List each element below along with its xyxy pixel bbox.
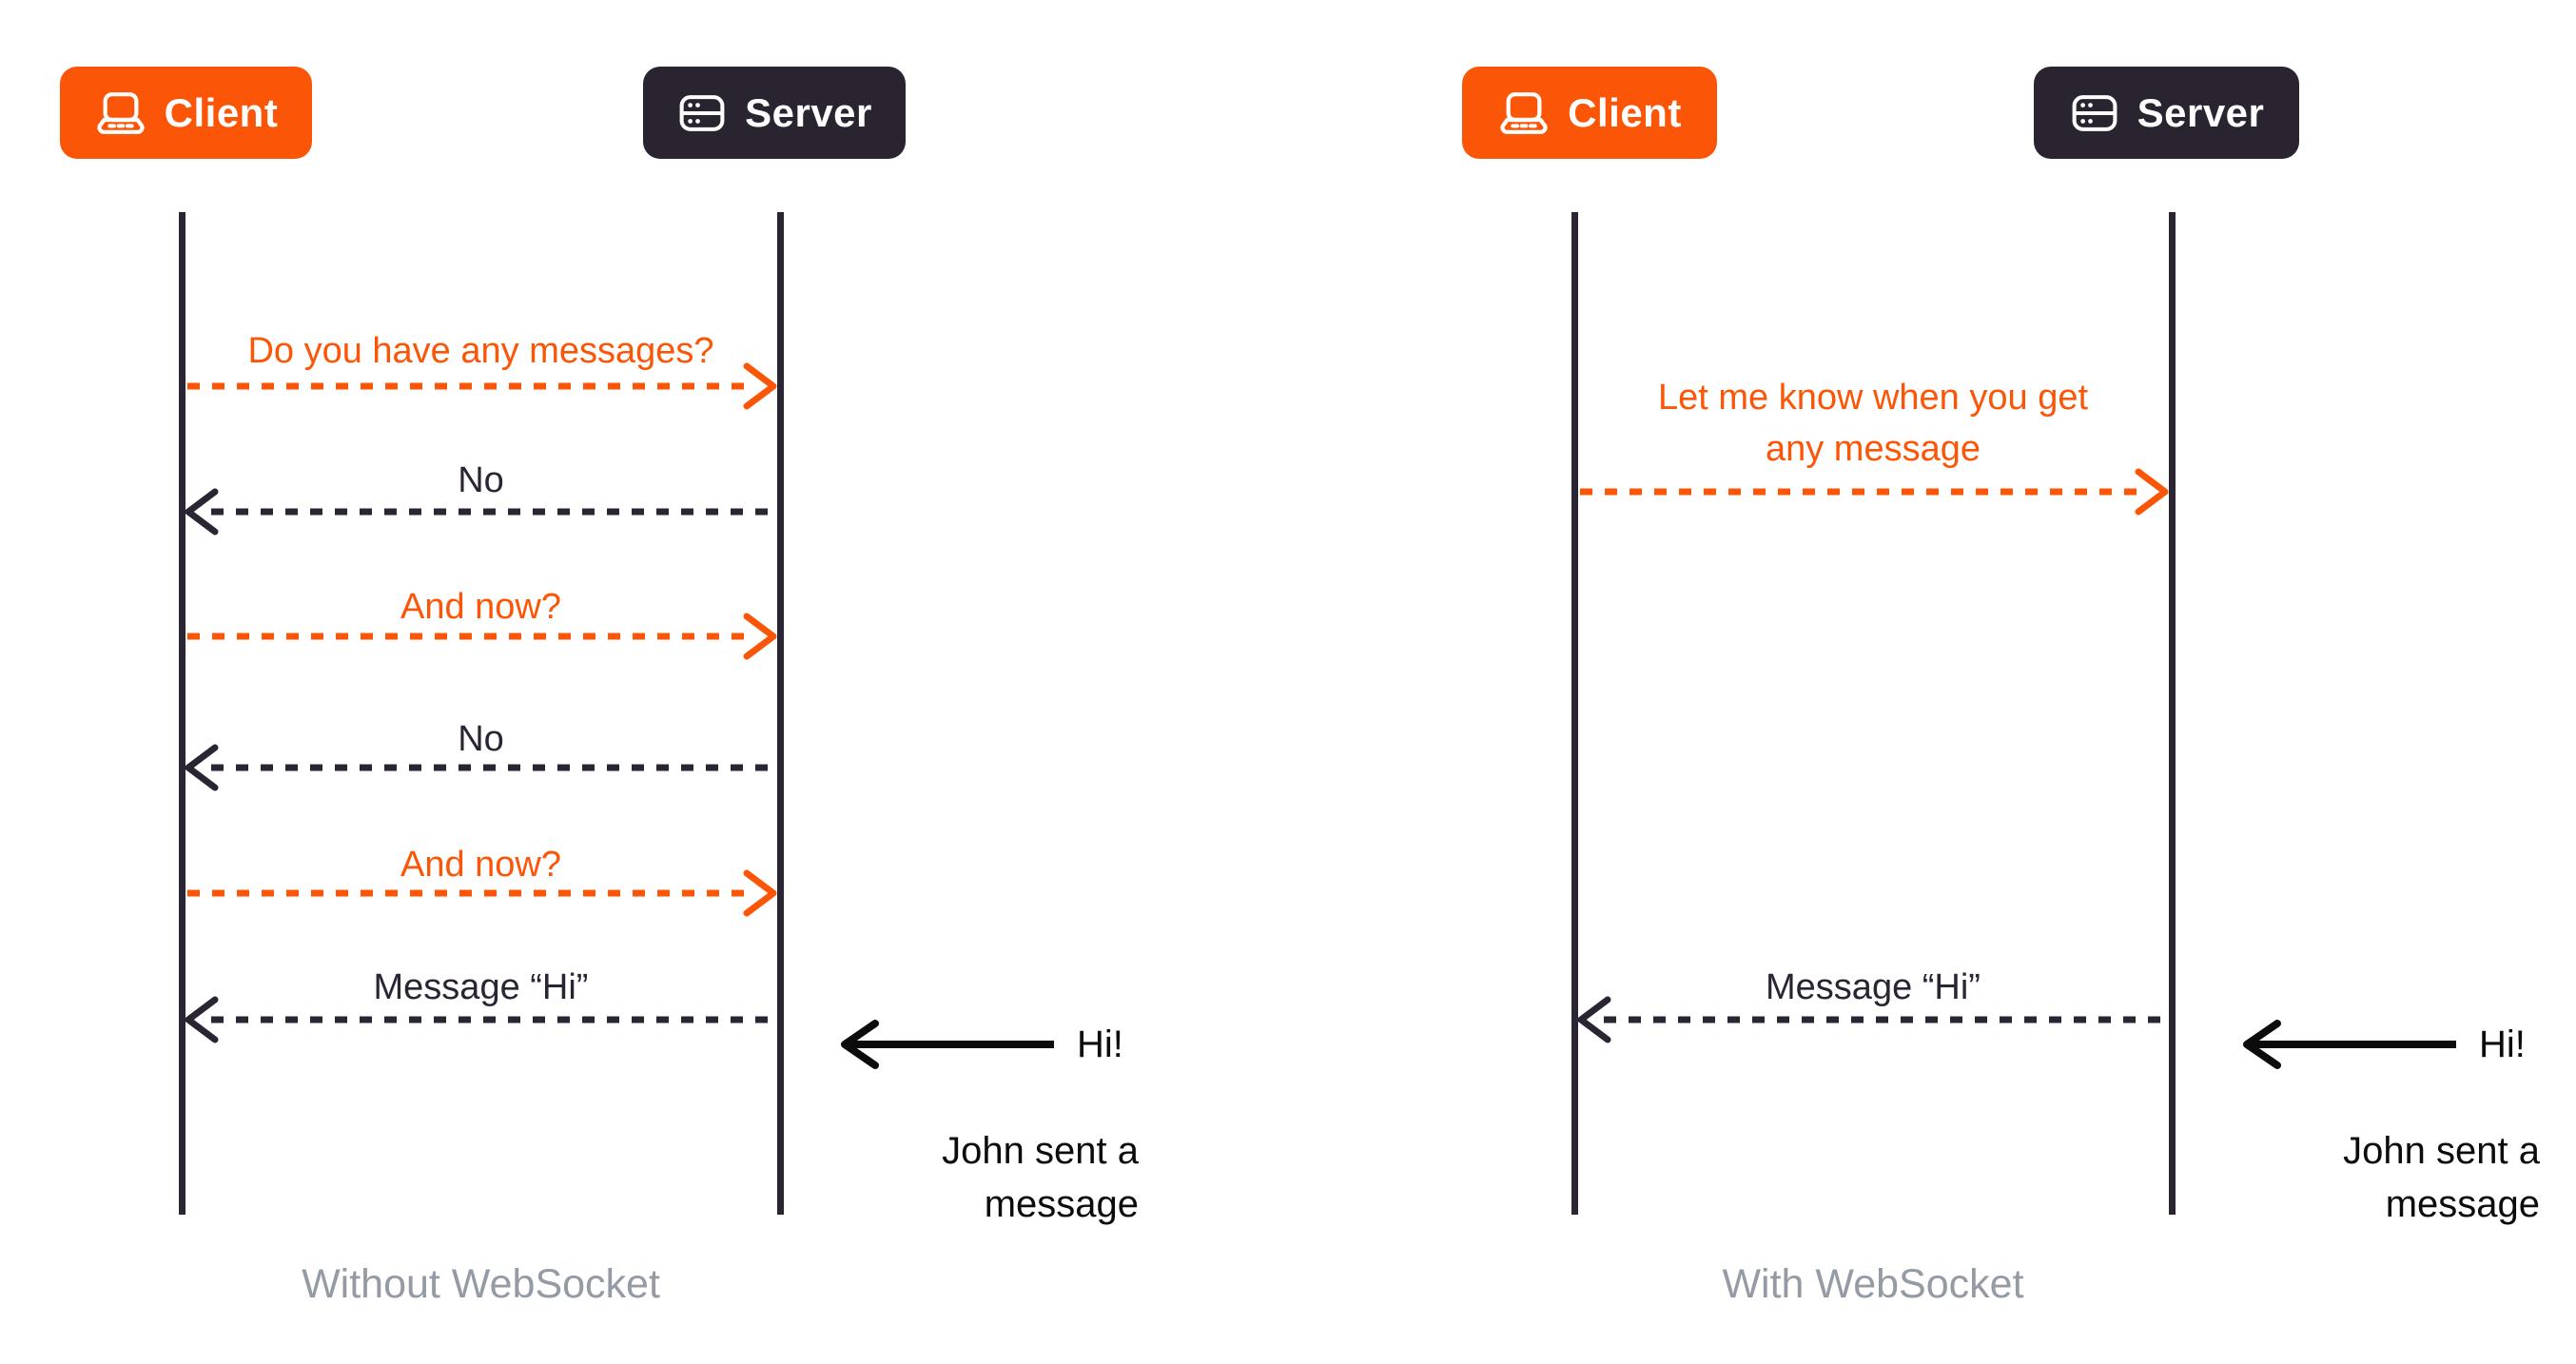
client-lifeline: [179, 212, 185, 1215]
dashed-arrow-right: [1580, 468, 2169, 516]
message-label: And now?: [400, 845, 561, 885]
client-badge: Client: [1462, 67, 1717, 159]
server-badge: Server: [2034, 67, 2299, 159]
laptop-icon: [94, 88, 147, 138]
dashed-arrow-left: [1577, 996, 2166, 1043]
server-icon: [2069, 89, 2120, 137]
client-lifeline: [1571, 212, 1578, 1215]
server-lifeline: [777, 212, 784, 1215]
dashed-arrow-left: [185, 996, 774, 1043]
side-note-line: John sent a: [942, 1130, 1139, 1172]
message-label: No: [458, 719, 504, 759]
message-label: Message “Hi”: [373, 967, 589, 1007]
side-note-line: John sent a: [2343, 1130, 2540, 1172]
solid-arrow-left: [841, 1020, 1054, 1069]
message-label-line: Let me know when you get: [1657, 378, 2089, 418]
server-label: Server: [2137, 89, 2265, 135]
server-icon: [676, 89, 728, 137]
side-note-line: message: [984, 1183, 1139, 1225]
message-label: Do you have any messages?: [247, 331, 714, 371]
server-label: Server: [745, 89, 872, 135]
server-badge: Server: [643, 67, 906, 159]
incoming-message-label: Hi!: [1077, 1023, 1123, 1065]
panel-caption: Without WebSocket: [302, 1261, 660, 1307]
dashed-arrow-right: [187, 613, 777, 660]
message-label: Message “Hi”: [1766, 967, 1981, 1007]
server-lifeline: [2169, 212, 2176, 1215]
message-label: No: [458, 460, 504, 500]
message-label: And now?: [400, 587, 561, 627]
client-label: Client: [1568, 89, 1682, 135]
side-note-line: message: [2385, 1183, 2540, 1225]
dashed-arrow-right: [187, 869, 777, 917]
message-label-line: any message: [1765, 429, 1981, 469]
laptop-icon: [1497, 88, 1551, 138]
panel-caption: With WebSocket: [1722, 1261, 2024, 1307]
dashed-arrow-left: [185, 488, 774, 536]
dashed-arrow-right: [187, 362, 777, 410]
side-note: John sent a message: [2254, 1124, 2540, 1231]
client-badge: Client: [60, 67, 312, 159]
dashed-arrow-left: [185, 744, 774, 791]
client-label: Client: [164, 89, 279, 135]
message-label: Let me know when you get any message: [1574, 372, 2172, 475]
side-note: John sent a message: [853, 1124, 1139, 1231]
incoming-message-label: Hi!: [2479, 1023, 2526, 1065]
solid-arrow-left: [2243, 1020, 2456, 1069]
